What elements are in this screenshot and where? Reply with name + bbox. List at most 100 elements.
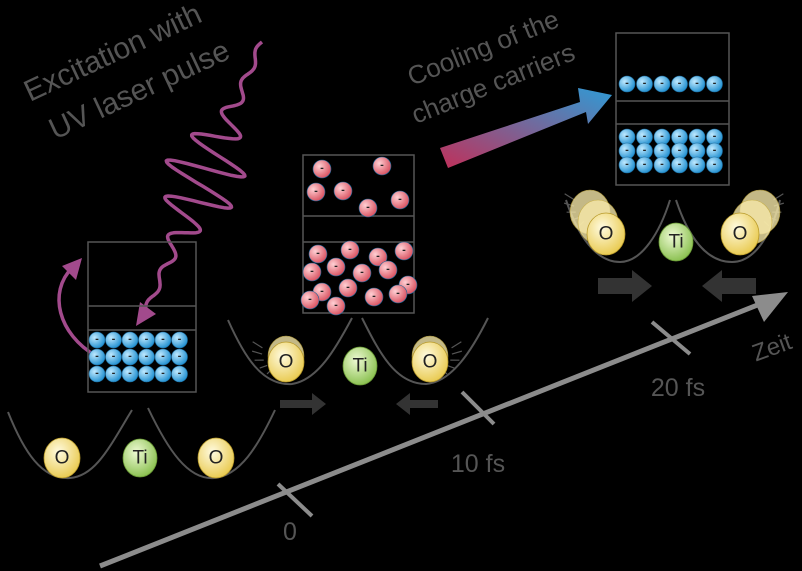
- charge-carrier: -: [88, 331, 106, 349]
- svg-text:-: -: [660, 160, 664, 170]
- charge-carrier: -: [671, 156, 688, 174]
- charge-carrier: -: [688, 75, 706, 93]
- svg-text:O: O: [733, 224, 748, 245]
- motion-line: [564, 193, 575, 201]
- svg-text:-: -: [660, 146, 664, 156]
- laser-arrowhead: [136, 302, 156, 326]
- cooling-arrow: [440, 88, 612, 168]
- svg-text:-: -: [660, 79, 664, 89]
- charge-carrier: -: [372, 156, 392, 176]
- charge-carrier: -: [706, 75, 723, 93]
- charge-carrier: -: [390, 190, 410, 210]
- svg-text:-: -: [161, 335, 165, 345]
- charge-carrier: -: [653, 75, 671, 93]
- charge-carrier: -: [138, 331, 155, 349]
- charge-carrier: -: [358, 198, 378, 218]
- svg-text:-: -: [348, 245, 352, 255]
- svg-text:-: -: [320, 164, 324, 174]
- svg-text:-: -: [643, 132, 647, 142]
- charge-carrier: -: [306, 182, 326, 202]
- excitation-curved-arrow: [57, 266, 97, 358]
- charge-carrier: -: [308, 244, 328, 264]
- svg-text:-: -: [320, 287, 324, 297]
- charge-carrier: -: [312, 159, 332, 179]
- charge-carrier: -: [636, 75, 653, 93]
- charge-carrier: -: [618, 75, 636, 93]
- svg-text:-: -: [660, 132, 664, 142]
- motion-arrows-20fs: [598, 270, 756, 302]
- svg-text:-: -: [112, 335, 116, 345]
- svg-text:-: -: [396, 289, 400, 299]
- tick-label-0: 0: [283, 518, 297, 546]
- charge-carrier: -: [121, 348, 139, 366]
- oxygen-atom: O: [720, 212, 760, 256]
- svg-text:O: O: [423, 352, 438, 373]
- svg-text:O: O: [209, 448, 224, 469]
- svg-text:-: -: [341, 186, 345, 196]
- svg-text:-: -: [366, 203, 370, 213]
- oxygen-atom: O: [267, 341, 305, 383]
- svg-text:-: -: [678, 79, 682, 89]
- svg-text:-: -: [145, 369, 149, 379]
- svg-text:-: -: [713, 79, 717, 89]
- charge-carrier: -: [653, 142, 671, 160]
- svg-text:-: -: [695, 79, 699, 89]
- charge-carrier: -: [688, 128, 706, 146]
- o-move-left-arrow-small: [396, 393, 438, 415]
- charge-carrier: -: [302, 262, 322, 282]
- charge-carrier: -: [171, 348, 188, 366]
- svg-text:-: -: [316, 249, 320, 259]
- charge-carrier: -: [326, 257, 346, 277]
- cooling-annotation: Cooling of the charge carriers: [403, 4, 579, 130]
- tick-mark-20fs: [650, 320, 692, 356]
- motion-arrows-10fs: [280, 393, 438, 415]
- svg-text:-: -: [625, 160, 629, 170]
- charge-carrier: -: [138, 365, 155, 383]
- svg-text:-: -: [695, 132, 699, 142]
- charge-carrier: -: [688, 156, 706, 174]
- svg-text:-: -: [95, 369, 99, 379]
- svg-text:-: -: [398, 195, 402, 205]
- charge-carrier: -: [171, 331, 188, 349]
- svg-text:-: -: [713, 146, 717, 156]
- charge-carrier: -: [364, 287, 384, 307]
- tick-mark-0: [276, 482, 314, 518]
- o-move-right-arrow-large: [598, 270, 652, 302]
- svg-text:-: -: [376, 252, 380, 262]
- charge-carrier: -: [706, 128, 723, 146]
- svg-text:-: -: [161, 352, 165, 362]
- excitation-curved-arrowhead: [62, 258, 82, 280]
- svg-text:-: -: [95, 352, 99, 362]
- svg-text:O: O: [599, 224, 614, 245]
- motion-line: [451, 341, 462, 349]
- svg-text:-: -: [145, 352, 149, 362]
- charge-carrier: -: [636, 128, 653, 146]
- charge-carrier: -: [333, 181, 353, 201]
- svg-text:-: -: [625, 146, 629, 156]
- charge-carrier: -: [636, 142, 653, 160]
- charge-carrier: -: [653, 128, 671, 146]
- charge-carrier: -: [378, 260, 398, 280]
- svg-text:-: -: [678, 146, 682, 156]
- svg-text:-: -: [128, 352, 132, 362]
- svg-text:-: -: [695, 160, 699, 170]
- svg-text:-: -: [678, 132, 682, 142]
- svg-text:-: -: [178, 335, 182, 345]
- oxygen-atom: O: [586, 212, 626, 256]
- svg-text:-: -: [386, 265, 390, 275]
- oxygen-atom: O: [197, 437, 235, 479]
- charge-carrier: -: [671, 142, 688, 160]
- charge-carrier: -: [706, 142, 723, 160]
- svg-text:-: -: [178, 369, 182, 379]
- charge-carrier: -: [618, 156, 636, 174]
- titanium-atom: Ti: [658, 222, 694, 262]
- svg-text:-: -: [360, 268, 364, 278]
- band-box-cooled: [615, 32, 730, 186]
- motion-line: [251, 350, 263, 355]
- svg-text:-: -: [161, 369, 165, 379]
- svg-text:-: -: [314, 187, 318, 197]
- svg-text:-: -: [112, 369, 116, 379]
- charge-carrier: -: [154, 331, 172, 349]
